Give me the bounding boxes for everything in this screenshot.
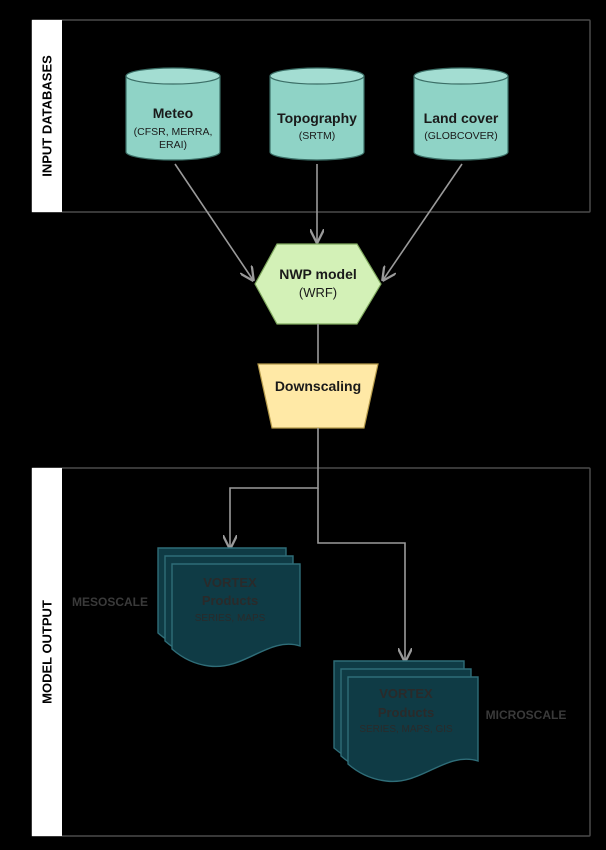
database-subtitle: (GLOBCOVER) <box>424 130 498 142</box>
nwp-hexagon <box>254 243 382 325</box>
database-title: Meteo <box>153 105 193 121</box>
database-subtitle-2: ERAI) <box>159 139 187 151</box>
downscaling-trapezoid <box>257 363 379 429</box>
database-topography: Topography (SRTM) <box>269 67 365 161</box>
nwp-title: NWP model <box>279 266 357 282</box>
downscaling-node: Downscaling <box>257 363 379 429</box>
output-frame <box>31 467 591 837</box>
document-page <box>171 563 301 668</box>
document-page <box>347 676 479 783</box>
nwp-model-node: NWP model (WRF) <box>254 243 382 325</box>
product-outputs: SERIES, MAPS <box>195 613 266 624</box>
input-section-label: INPUT DATABASES <box>40 55 55 177</box>
database-meteo: Meteo (CFSR, MERRA, ERAI) <box>125 67 221 161</box>
arrow-landcover-to-nwp <box>383 163 463 280</box>
downscaling-title: Downscaling <box>275 378 361 394</box>
arrow-downscaling-to-mesoscale <box>230 428 319 548</box>
input-label-band <box>32 20 62 212</box>
mesoscale-products-node: VORTEX Products SERIES, MAPS <box>157 547 301 668</box>
database-subtitle: (SRTM) <box>299 130 336 142</box>
database-title: Topography <box>277 110 357 126</box>
arrow-meteo-to-nwp <box>174 163 253 280</box>
nwp-subtitle: (WRF) <box>299 285 337 300</box>
product-outputs: SERIES, MAPS, GIS <box>359 724 453 735</box>
output-section-label: MODEL OUTPUT <box>40 600 55 704</box>
product-title: VORTEX <box>203 575 257 590</box>
product-subtitle: Products <box>202 593 258 608</box>
product-title: VORTEX <box>379 686 433 701</box>
model-output-section: MODEL OUTPUT <box>31 467 591 837</box>
database-cylinder-top <box>125 67 221 85</box>
database-cylinder-top <box>413 67 509 85</box>
database-cylinder-top <box>269 67 365 85</box>
arrow-downscaling-to-microscale <box>317 488 405 661</box>
mesoscale-label: MESOSCALE <box>72 595 148 609</box>
output-label-band <box>32 468 62 836</box>
microscale-products-node: VORTEX Products SERIES, MAPS, GIS <box>333 660 479 783</box>
microscale-label: MICROSCALE <box>486 708 567 722</box>
database-subtitle: (CFSR, MERRA, <box>134 126 213 138</box>
database-land-cover: Land cover (GLOBCOVER) <box>413 67 509 161</box>
product-subtitle: Products <box>378 705 434 720</box>
database-cylinder-body <box>269 76 365 161</box>
database-cylinder-body <box>125 76 221 161</box>
database-cylinder-body <box>413 76 509 161</box>
database-title: Land cover <box>424 110 499 126</box>
